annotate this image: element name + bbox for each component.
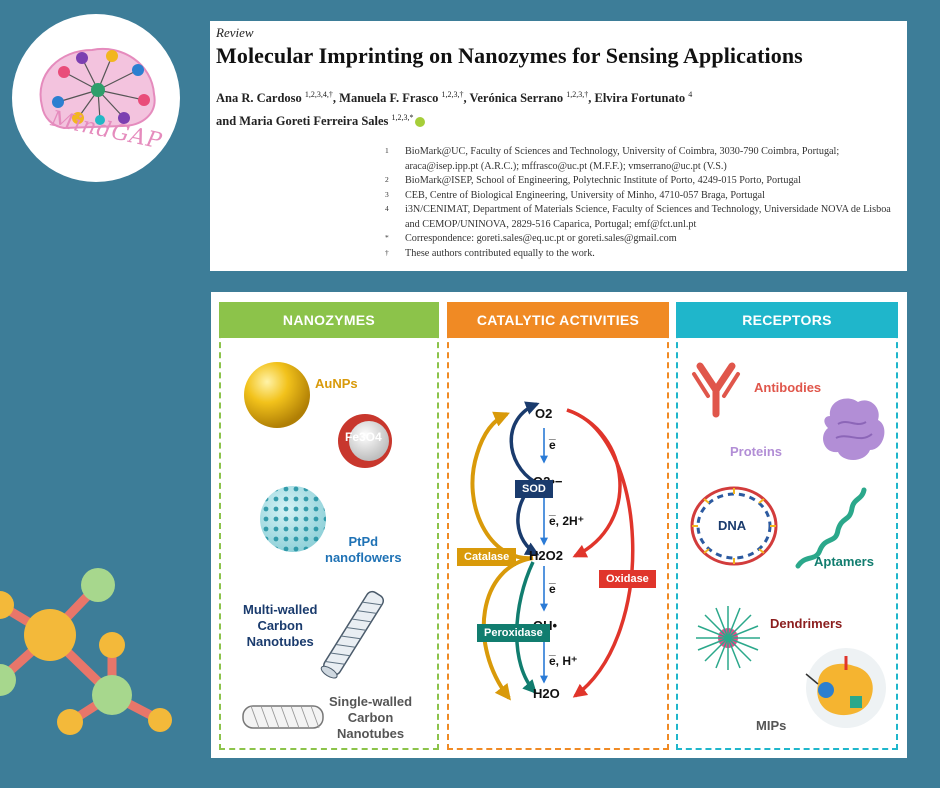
dendrimer-icon bbox=[696, 606, 760, 670]
author-name: Verónica Serrano bbox=[469, 91, 564, 106]
author-affiliation-marks: 1,2,3,† bbox=[441, 90, 464, 99]
step-label-3: e̅ bbox=[549, 582, 556, 596]
mips-label: MIPs bbox=[756, 718, 787, 733]
step-label-4: e̅, H⁺ bbox=[549, 654, 578, 668]
oxidase-arrow-mid bbox=[566, 408, 622, 558]
species-h2o: H2O bbox=[533, 686, 560, 701]
author-affiliation-marks: 1,2,3,* bbox=[391, 113, 414, 123]
molecule-decoration-icon bbox=[0, 568, 172, 735]
brain-network-icon bbox=[39, 47, 156, 130]
antibodies-label: Antibodies bbox=[754, 380, 822, 395]
oxidase-tag: Oxidase bbox=[599, 570, 656, 588]
author-name: Maria Goreti Ferreira Sales bbox=[239, 114, 389, 129]
step-label-2: e̅, 2H⁺ bbox=[549, 514, 585, 528]
step-label-1: e̅ bbox=[549, 438, 556, 452]
protein-icon bbox=[823, 398, 885, 460]
author-affiliation-marks: 1,2,3,† bbox=[566, 90, 589, 99]
mwcnt-tube-icon bbox=[320, 590, 385, 679]
sod-arrow-up bbox=[509, 401, 540, 484]
author-list: Ana R. Cardoso 1,2,3,4,†, Manuela F. Fra… bbox=[216, 90, 693, 129]
peroxidase-tag: Peroxidase bbox=[477, 624, 550, 642]
graphical-abstract: NANOZYMES bbox=[211, 292, 907, 758]
author-name: Ana R. Cardoso bbox=[216, 91, 302, 106]
catalytic-header: CATALYTIC ACTIVITIES bbox=[447, 302, 669, 338]
aunps-label: AuNPs bbox=[315, 376, 358, 391]
aptamers-label: Aptamers bbox=[814, 554, 874, 569]
author-affiliation-marks: 4 bbox=[688, 90, 693, 99]
sod-tag: SOD bbox=[515, 480, 553, 498]
fe3o4-label: Fe3O4 bbox=[345, 430, 382, 444]
mip-icon bbox=[805, 648, 886, 728]
catalase-tag: Catalase bbox=[457, 548, 517, 566]
author-affiliation-marks: 1,2,3,4,† bbox=[304, 90, 333, 99]
fe3o4-core-shell-icon bbox=[338, 414, 392, 468]
author-name: Elvira Fortunato bbox=[594, 91, 686, 106]
author-name: Manuela F. Frasco bbox=[339, 91, 439, 106]
nanozymes-column: NANOZYMES bbox=[219, 302, 439, 750]
receptors-header: RECEPTORS bbox=[676, 302, 898, 338]
dna-label: DNA bbox=[718, 518, 747, 533]
species-o2: O2 bbox=[535, 406, 553, 421]
article-type: Review bbox=[216, 25, 254, 40]
article-title: Molecular Imprinting on Nanozymes for Se… bbox=[216, 43, 803, 68]
aunp-sphere-icon bbox=[244, 362, 310, 428]
correspondence: *Correspondence: goreti.sales@eq.uc.pt o… bbox=[385, 233, 677, 244]
aptamer-icon bbox=[795, 487, 867, 569]
catalytic-activities-column: CATALYTIC ACTIVITIES bbox=[447, 302, 669, 750]
mindgap-logo: MindGAP bbox=[12, 14, 180, 182]
antibody-icon bbox=[692, 362, 740, 418]
equal-contribution-note: †These authors contributed equally to th… bbox=[385, 247, 595, 259]
dna-ring-icon bbox=[690, 486, 778, 566]
paper-header: Review Molecular Imprinting on Nanozymes… bbox=[210, 21, 907, 271]
oxidase-arrow-low bbox=[566, 408, 635, 698]
receptors-column: RECEPTORS bbox=[676, 302, 898, 750]
nanozymes-header: NANOZYMES bbox=[219, 302, 439, 338]
orcid-icon[interactable] bbox=[414, 117, 425, 128]
species-h2o2: H2O2 bbox=[529, 548, 563, 563]
dendrimers-label: Dendrimers bbox=[770, 616, 843, 631]
ptpd-nanoflower-icon bbox=[260, 486, 326, 552]
swcnt-tube-icon bbox=[242, 705, 324, 729]
proteins-label: Proteins bbox=[730, 444, 783, 459]
